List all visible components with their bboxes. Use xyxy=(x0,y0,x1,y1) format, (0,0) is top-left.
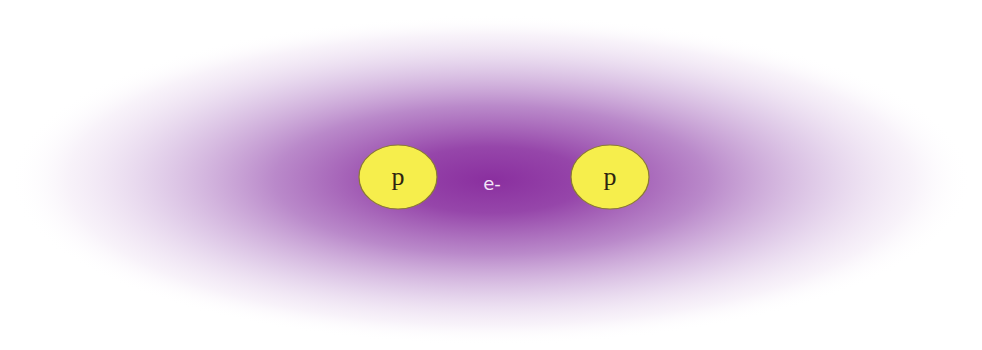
proton-circle: p xyxy=(358,144,438,210)
proton-label: p xyxy=(604,162,617,192)
proton-circle: p xyxy=(570,144,650,210)
electron-cloud: e-p p xyxy=(10,15,972,345)
text-holder: e- xyxy=(479,171,505,196)
text-holder: p xyxy=(570,144,650,210)
text-holder: p xyxy=(358,144,438,210)
proton-fill xyxy=(571,145,649,209)
proton-label: p xyxy=(392,162,405,192)
cloud-fill xyxy=(10,15,972,345)
electron-label: e- xyxy=(483,173,501,194)
proton-fill xyxy=(359,145,437,209)
